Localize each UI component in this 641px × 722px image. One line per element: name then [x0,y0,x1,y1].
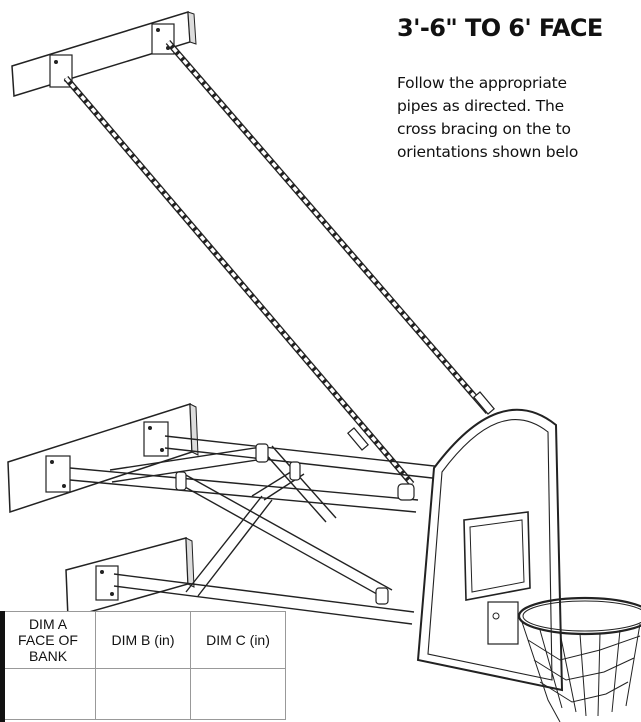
pipe-clamps [175,443,415,605]
body-text-line-4: orientations shown belo [397,143,579,161]
header-dim-b: DIM B (in) [95,611,191,669]
rim-and-net [517,596,641,722]
support-chains [63,40,495,486]
table-cell-empty [95,668,191,720]
header-dim-a: DIM A FACE OF BANK [0,611,96,669]
dimension-table: DIM A FACE OF BANK DIM B (in) DIM C (in) [0,611,286,720]
middle-wall-board [7,402,199,514]
table-header-row: DIM A FACE OF BANK DIM B (in) DIM C (in) [0,611,286,669]
table-cell-empty [0,668,96,720]
header-dim-c: DIM C (in) [190,611,286,669]
backboard [416,408,564,692]
body-text-line-1: Follow the appropriate [397,74,567,92]
body-text-line-3: cross bracing on the to [397,120,571,138]
top-wall-board [11,11,197,97]
lower-wall-board [65,537,195,619]
table-cell-empty [190,668,286,720]
body-text-line-2: pipes as directed. The [397,97,564,115]
frame-pipes [69,435,453,625]
table-row [0,668,286,720]
page-heading: 3'-6" TO 6' FACE [397,14,603,42]
table-side-bar [0,611,5,722]
